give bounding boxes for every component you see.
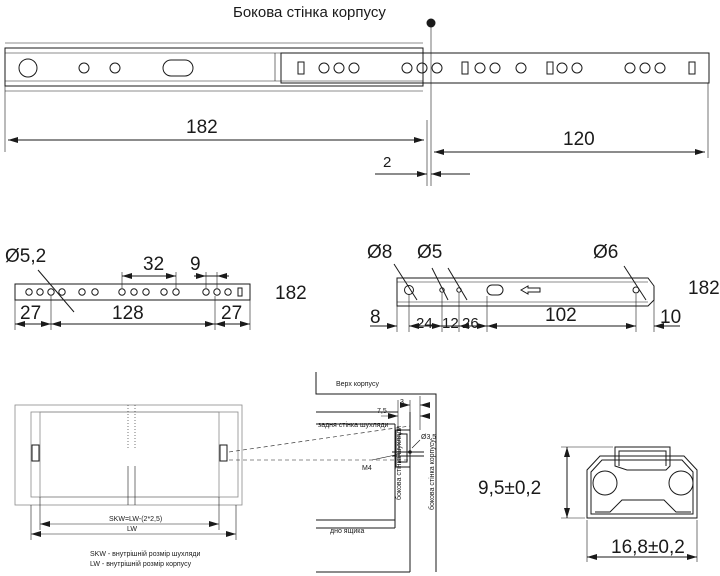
dim-7-5: 7,5: [377, 408, 387, 415]
lw-label: LW: [127, 526, 137, 533]
hole-dia-5-2: Ø5,2: [5, 246, 46, 267]
dim-26: 26: [462, 315, 479, 332]
dim-8: 8: [370, 307, 381, 328]
dim-3: 3: [400, 399, 404, 406]
pitch-9: 9: [190, 254, 201, 275]
hole-d8: Ø8: [367, 242, 392, 263]
inner-rail: [280, 52, 710, 84]
dim-12: 12: [442, 315, 459, 332]
dim-120: 120: [563, 129, 595, 150]
dim-182-top: 182: [186, 117, 218, 138]
dim-102: 102: [545, 305, 577, 326]
profile-section: 9,5±0,2 16,8±0,2: [478, 446, 698, 562]
side-body-label: бокова стінка корпусу: [428, 439, 436, 510]
top-label: Верх корпусу: [336, 381, 379, 388]
section-detail: Верх корпусу задня стінка шухляди 7,5 3 …: [315, 372, 437, 573]
right-rail-drawing: Ø8 Ø5 Ø6 182 8 24 12 26 102 10: [367, 242, 720, 332]
drawer-bottom-label: дно ящика: [330, 528, 364, 535]
dim-3-5: Ø3,5: [421, 434, 436, 441]
left-rail-drawing: Ø5,2 32 9 27 128 27 182: [5, 246, 307, 330]
skw-formula: SKW=LW-(2*2,5): [109, 516, 162, 523]
dim-128: 128: [112, 303, 144, 324]
legend-skw: SKW - внутрішній розмір шухляди: [90, 550, 200, 558]
dim-27-right: 27: [221, 303, 242, 324]
length-182-right: 182: [688, 278, 720, 299]
legend-lw: LW - внутрішній розмір корпусу: [90, 560, 192, 568]
rail-left-body: [14, 283, 251, 301]
pitch-32: 32: [143, 254, 164, 275]
side-drawer-label: бокова стінка шухляди: [395, 426, 403, 500]
profile-width: 16,8±0,2: [611, 537, 685, 558]
rail-hole-large: [18, 58, 38, 78]
drawer-front-view: SKW=LW-(2*2,5) LW SKW - внутрішній розмі…: [14, 404, 411, 568]
top-title: Бокова стінка корпусу: [233, 4, 386, 21]
hole-d6: Ø6: [593, 242, 618, 263]
dim-10: 10: [660, 307, 681, 328]
profile-height: 9,5±0,2: [478, 478, 541, 499]
outer-rail: [4, 47, 424, 87]
back-wall-label: задня стінка шухляди: [318, 421, 389, 429]
screw-m4: M4: [362, 465, 372, 472]
dim-2: 2: [383, 154, 391, 171]
hole-d5: Ø5: [417, 242, 442, 263]
dim-27-left: 27: [20, 303, 41, 324]
rail-slot: [162, 59, 194, 77]
dim-24: 24: [416, 315, 433, 332]
top-rail-drawing: Бокова стінка корпусу: [4, 4, 710, 186]
length-182-left: 182: [275, 283, 307, 304]
